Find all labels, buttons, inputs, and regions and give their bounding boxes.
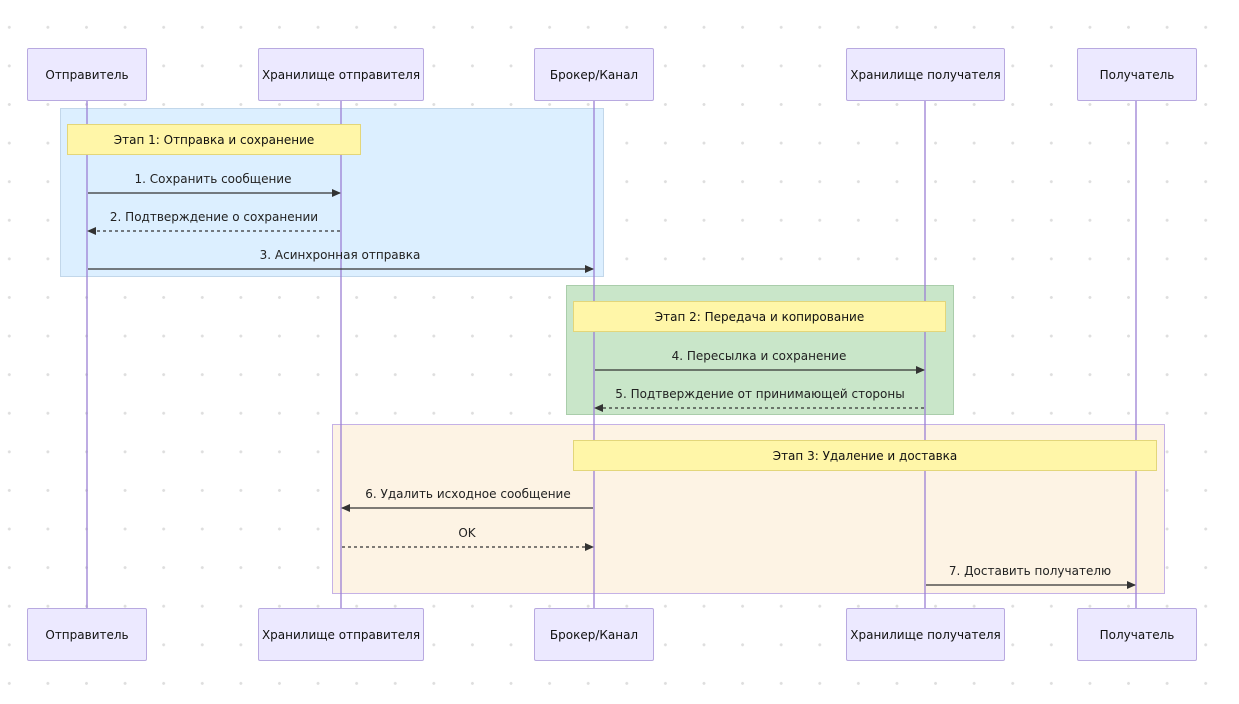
message-label-3: 3. Асинхронная отправка <box>259 248 421 262</box>
stage-2-note: Этап 2: Передача и копирование <box>573 301 946 332</box>
participant-receiver-storage-bottom: Хранилище получателя <box>846 608 1005 661</box>
stage-1-note: Этап 1: Отправка и сохранение <box>67 124 361 155</box>
participant-sender-bottom: Отправитель <box>27 608 147 661</box>
participant-sender-storage-bottom: Хранилище отправителя <box>258 608 424 661</box>
participant-receiver-top: Получатель <box>1077 48 1197 101</box>
participant-broker-top: Брокер/Канал <box>534 48 654 101</box>
stage-3-note: Этап 3: Удаление и доставка <box>573 440 1157 471</box>
participant-receiver-bottom: Получатель <box>1077 608 1197 661</box>
message-label-ok: OK <box>458 526 476 540</box>
participant-sender-top: Отправитель <box>27 48 147 101</box>
participant-sender-storage-top: Хранилище отправителя <box>258 48 424 101</box>
message-label-4: 4. Пересылка и сохранение <box>671 349 847 363</box>
participant-broker-bottom: Брокер/Канал <box>534 608 654 661</box>
message-label-1: 1. Сохранить сообщение <box>134 172 292 186</box>
message-label-6: 6. Удалить исходное сообщение <box>365 487 571 501</box>
message-label-5: 5. Подтверждение от принимающей стороны <box>615 387 905 401</box>
message-label-7: 7. Доставить получателю <box>948 564 1112 578</box>
participant-receiver-storage-top: Хранилище получателя <box>846 48 1005 101</box>
message-label-2: 2. Подтверждение о сохранении <box>109 210 319 224</box>
